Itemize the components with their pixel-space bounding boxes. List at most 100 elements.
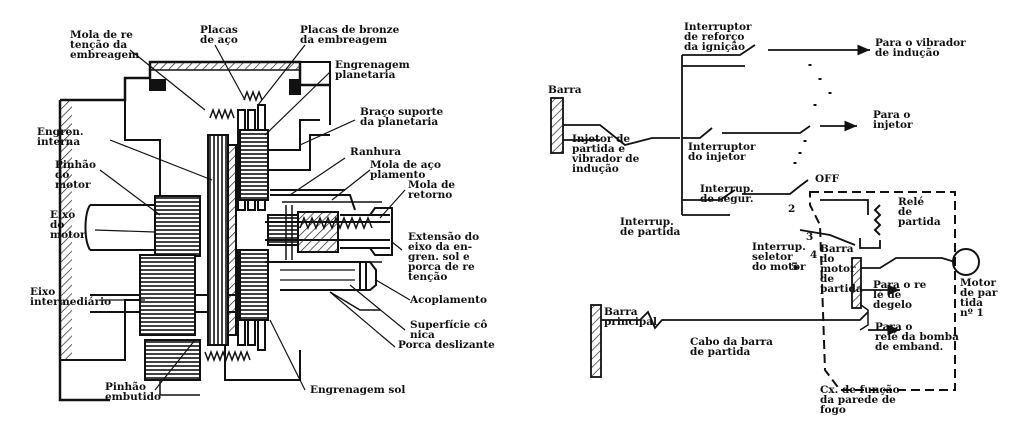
label-line: relé da bomba [875, 331, 959, 343]
starter-assembly-drawing [58, 60, 393, 402]
label-line: Cx. de função [820, 384, 900, 396]
label-line: de par [960, 287, 998, 299]
label-line: Engrenagem [335, 59, 410, 71]
label-line: Interrup. [700, 183, 754, 195]
label-engren-interna: Engren.interna [37, 126, 83, 148]
label-line: tenção [408, 271, 447, 283]
label-line: da embreagem [300, 34, 387, 46]
label-line: Mola de re [70, 29, 133, 41]
left-leader-lines [94, 44, 411, 391]
label-line: Para o [873, 109, 910, 121]
label-line: lé de [873, 289, 902, 301]
label-line: Para o [875, 321, 912, 333]
label-line: Eixo [30, 286, 55, 298]
label-acoplamento: Acoplamento [409, 294, 487, 306]
label-line: de aço [200, 34, 238, 46]
label-line: interna [37, 136, 80, 148]
label-line: de segur. [700, 193, 753, 205]
label-line: da parede de [820, 394, 896, 406]
label-interrup-partida: Interrup.de partida [620, 216, 681, 238]
label-line: partida [898, 216, 941, 228]
label-line: partida e [572, 143, 625, 155]
label-line: Barra [604, 306, 638, 318]
label-line: de [898, 206, 912, 218]
contact-number: 4 [810, 249, 817, 261]
label-line: porca de re [408, 261, 475, 273]
label-line: Injetor de [572, 133, 630, 145]
label-line: da planetaria [360, 116, 438, 128]
label-line: Acoplamento [409, 294, 487, 306]
label-line: eixo da en- [408, 241, 472, 253]
label-line: da ignição [684, 41, 745, 53]
label-off: OFF [815, 173, 840, 185]
label-barra: Barra [548, 84, 582, 96]
label-line: embreagem [70, 49, 139, 61]
label-line: intermediário [30, 296, 111, 308]
label-line: de partida [620, 226, 681, 238]
label-line: do injetor [688, 151, 746, 163]
label-line: Placas [200, 24, 238, 36]
label-engrenagem-sol: Engrenagem sol [310, 384, 405, 396]
label-line: motor [55, 179, 91, 191]
label-line: Pinhão [105, 381, 146, 393]
label-line: gren. sol e [408, 251, 470, 263]
label-line: de indução [875, 47, 939, 59]
label-line: do [55, 169, 69, 181]
label-line: Para o vibrador [875, 37, 966, 49]
label-line: de partida [690, 346, 751, 358]
label-line: embutido [105, 391, 161, 403]
label-line: vibrador de [571, 153, 640, 165]
label-line: motor [50, 229, 86, 241]
label-line: Braço suporte [360, 106, 444, 118]
label-line: Superfície cô [410, 319, 487, 331]
label-line: principal [604, 316, 657, 328]
label-line: Cabo da barra [690, 336, 773, 348]
label-line: planetaria [335, 69, 396, 81]
label-line: tida [960, 297, 983, 309]
label-interrup-segur: Interrup.de segur. [700, 183, 754, 205]
label-line: Extensão do [408, 231, 479, 243]
label-ranhura: Ranhura [350, 146, 401, 158]
label-line: Barra [548, 84, 582, 96]
label-line: Engren. [37, 126, 83, 138]
label-line: plamento [370, 169, 425, 181]
label-line: OFF [815, 173, 840, 185]
label-line: tenção da [70, 39, 127, 51]
label-line: degelo [873, 299, 912, 311]
label-line: Motor [960, 277, 996, 289]
label-porca-deslizante: Porca deslizante [398, 339, 495, 351]
label-line: Para o re [873, 279, 927, 291]
label-line: Pinhão [55, 159, 96, 171]
contact-number: 5 [791, 261, 798, 273]
label-line: Eixo [50, 209, 75, 221]
label-line: de emband. [875, 341, 943, 353]
label-line: nº 1 [960, 307, 984, 319]
label-line: Interrup. [752, 241, 806, 253]
label-line: Ranhura [350, 146, 401, 158]
